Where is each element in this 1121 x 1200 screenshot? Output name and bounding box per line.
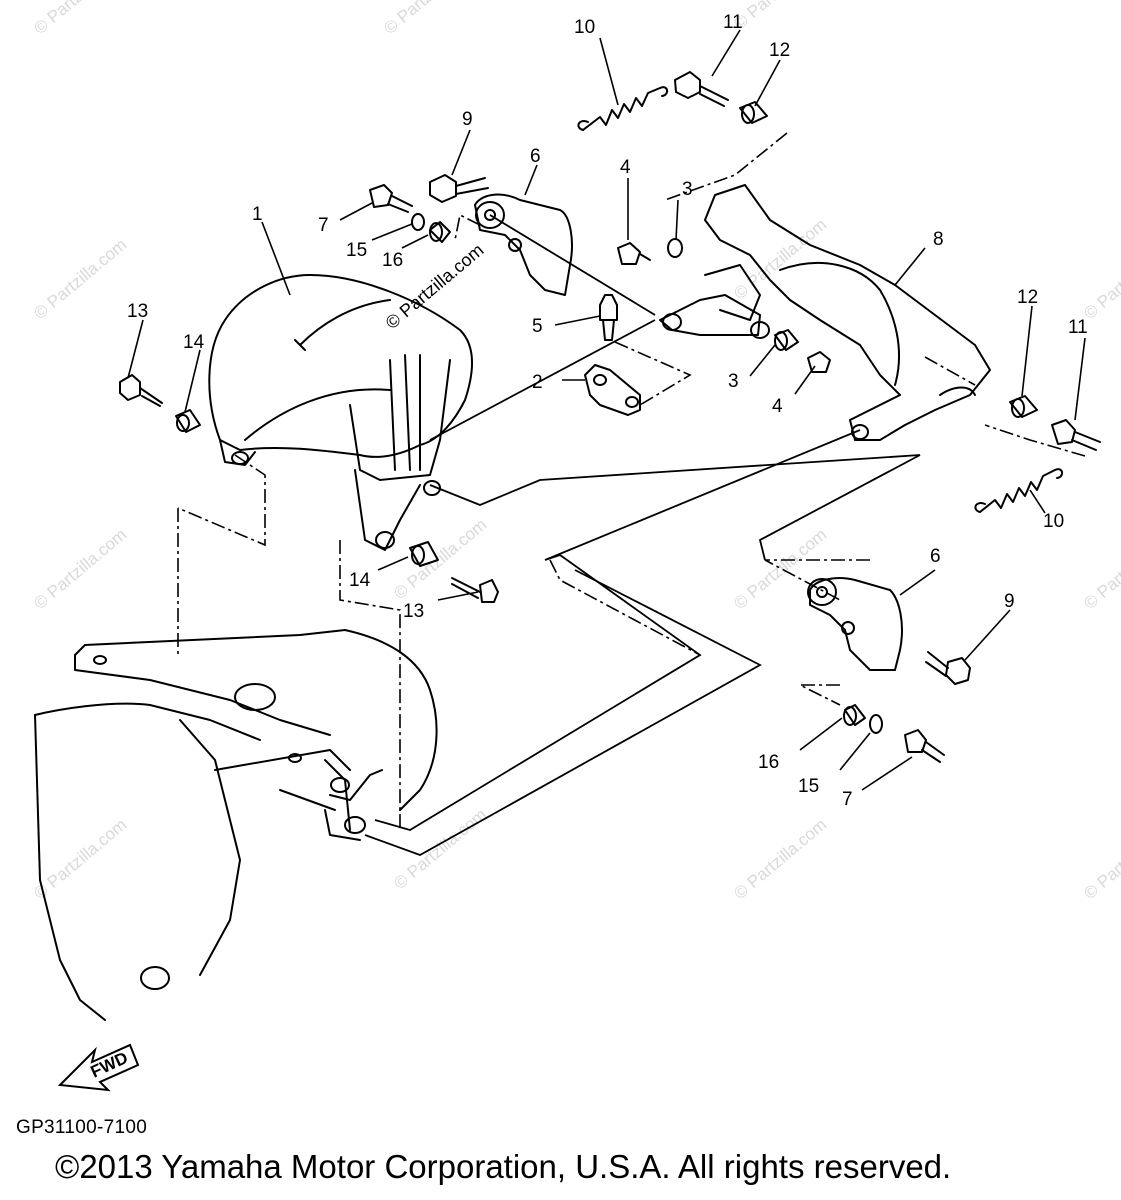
bolt: [369, 184, 413, 213]
grease-nipple: [599, 294, 618, 341]
callout-label: 10: [574, 17, 595, 38]
bolt: [429, 174, 489, 203]
watermark: © Partzilla.com: [730, 815, 830, 903]
copyright-notice: ©2013 Yamaha Motor Corporation, U.S.A. A…: [55, 1148, 952, 1185]
callout-label: 16: [382, 250, 403, 271]
callout-label: 14: [349, 570, 371, 591]
callout-labels: 1 2 3 3 4 4 5 6 6 7 7 8 9 9 10 10 11 11 …: [127, 12, 1088, 810]
bushing: [1009, 395, 1038, 418]
callout-label: 7: [318, 215, 329, 236]
spring: [974, 468, 1063, 513]
bushing: [409, 541, 439, 567]
callout-label: 6: [530, 146, 541, 167]
watermark: © Partzilla.com: [730, 0, 830, 33]
callout-label: 13: [403, 601, 424, 622]
mount-bracket: [807, 577, 903, 671]
bushing: [175, 409, 201, 433]
callout-label: 4: [772, 396, 783, 417]
callout-label: 2: [532, 372, 543, 393]
watermark: © Partzilla.com: [1080, 815, 1121, 903]
fwd-arrow-icon: FWD: [57, 1043, 140, 1092]
callout-label: 6: [930, 546, 941, 567]
callout-label: 16: [758, 752, 779, 773]
callout-label: 10: [1043, 511, 1064, 532]
callout-label: 11: [723, 12, 743, 33]
main-bracket: [704, 184, 991, 441]
washer: [411, 213, 425, 231]
collar: [843, 704, 866, 726]
callout-label: 1: [252, 204, 263, 225]
link-plate: [584, 364, 641, 416]
watermark: © Partzilla.com: [30, 0, 130, 38]
callout-label: 14: [183, 332, 205, 353]
diagram-code: GP31100-7100: [16, 1117, 148, 1138]
callout-label: 8: [933, 229, 944, 250]
watermark: © Partzilla.com: [380, 0, 480, 38]
callout-label: 12: [1017, 287, 1038, 308]
watermark: © Partzilla.com: [1080, 235, 1121, 323]
callout-label: 12: [769, 40, 790, 61]
callout-label: 9: [1004, 591, 1015, 612]
bolt: [807, 351, 831, 373]
engine-lower: [34, 629, 438, 1021]
watermark: © Partzilla.com: [1080, 525, 1121, 613]
collar: [429, 221, 451, 243]
pin: [674, 71, 729, 107]
bolt: [119, 374, 163, 407]
callout-label: 3: [728, 371, 739, 392]
watermark: © Partzilla.com: [30, 235, 130, 323]
washer: [869, 714, 883, 734]
link-arm: [659, 264, 770, 339]
watermark: © Partzilla.com: [730, 525, 830, 613]
watermark: © Partzilla.com: [30, 815, 130, 903]
mount-bracket: [474, 193, 573, 296]
leader-lines: [127, 29, 1086, 791]
callout-label: 11: [1068, 317, 1088, 338]
callout-label: 13: [127, 301, 148, 322]
collar: [667, 238, 683, 258]
bolt: [617, 242, 651, 265]
bolt: [904, 729, 945, 763]
callout-label: 9: [462, 109, 473, 130]
assembly-lines: [177, 132, 1086, 830]
callout-label: 4: [620, 157, 631, 178]
collar: [774, 329, 799, 351]
bushing: [739, 101, 768, 124]
spring: [577, 86, 668, 131]
connector-lines: [364, 214, 921, 856]
callout-label: 15: [346, 240, 367, 261]
callout-label: 3: [682, 179, 693, 200]
watermark: © Partzilla.com: [30, 525, 130, 613]
callout-label: 5: [532, 316, 543, 337]
callout-label: 15: [798, 776, 819, 797]
bolt: [925, 651, 971, 685]
bolt: [451, 577, 499, 603]
housing-cover: [208, 274, 473, 551]
callout-label: 7: [842, 789, 853, 810]
pin: [1051, 419, 1101, 451]
